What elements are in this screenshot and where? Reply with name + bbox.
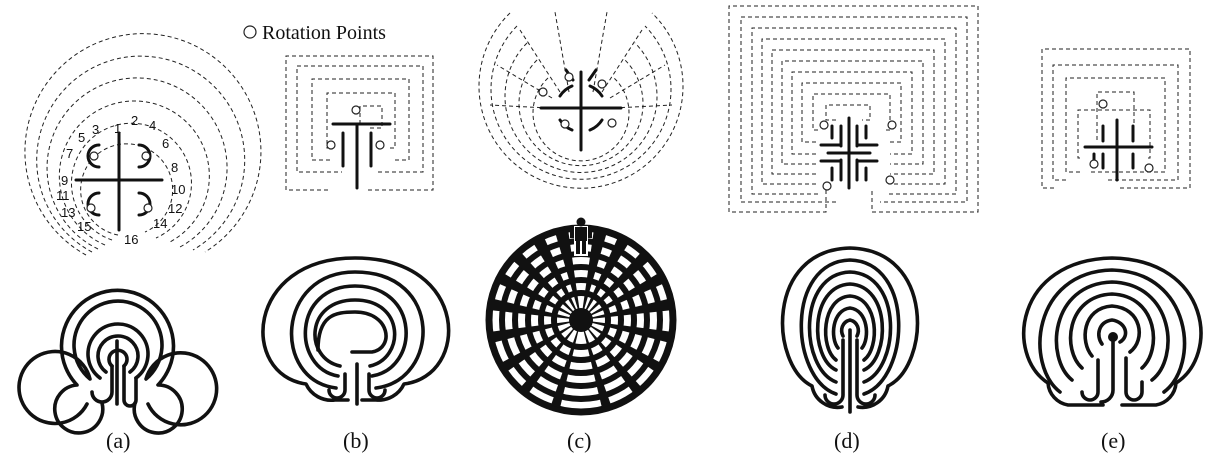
panel-b-labyrinth bbox=[261, 256, 451, 406]
seed-number: 15 bbox=[77, 219, 91, 234]
caption-d: (d) bbox=[834, 428, 860, 453]
seed-number: 13 bbox=[61, 205, 75, 220]
legend-label: Rotation Points bbox=[262, 22, 386, 44]
panel-d-labyrinth bbox=[780, 246, 920, 414]
seed-number: 2 bbox=[131, 113, 138, 128]
panel-a-dashed-rings bbox=[24, 33, 262, 256]
legend: Rotation Points bbox=[243, 22, 386, 44]
rotation-point-legend-icon bbox=[243, 25, 257, 39]
seed-number: 3 bbox=[92, 122, 99, 137]
panel-d-seed bbox=[728, 5, 979, 213]
panel-captions: (a) (b) (c) (d) (e) bbox=[106, 428, 1125, 453]
caption-b: (b) bbox=[343, 428, 369, 453]
caption-c: (c) bbox=[567, 428, 591, 453]
seed-number: 14 bbox=[153, 216, 167, 231]
panel-e-seed bbox=[1041, 48, 1191, 189]
seed-number: 10 bbox=[171, 182, 185, 197]
seed-number: 16 bbox=[124, 232, 138, 247]
seed-number: 4 bbox=[149, 118, 156, 133]
panel-a-labyrinth bbox=[17, 288, 219, 435]
panel-a-seed: 1 2 3 4 5 6 7 8 9 10 11 12 13 14 15 16 bbox=[24, 33, 262, 256]
seed-number: 11 bbox=[56, 188, 70, 203]
seed-number: 1 bbox=[114, 121, 121, 136]
panel-c-seed-walls bbox=[538, 68, 623, 152]
panel-c-seed bbox=[478, 11, 684, 189]
panel-e-labyrinth bbox=[1021, 256, 1203, 407]
panel-c-labyrinth bbox=[485, 217, 677, 416]
seed-number: 6 bbox=[162, 136, 169, 151]
seed-number: 8 bbox=[171, 160, 178, 175]
caption-a: (a) bbox=[106, 428, 130, 453]
seed-number: 9 bbox=[61, 173, 68, 188]
caption-e: (e) bbox=[1101, 428, 1125, 453]
seed-number: 7 bbox=[66, 146, 73, 161]
panel-b-seed bbox=[285, 55, 434, 191]
man-figure-icon bbox=[570, 217, 592, 254]
panel-c-black-wedges bbox=[489, 229, 673, 408]
panel-a-seed-numbers: 1 2 3 4 5 6 7 8 9 10 11 12 13 14 15 16 bbox=[56, 113, 185, 247]
panel-a-seed-walls bbox=[74, 131, 164, 232]
panel-c-dashed-rings bbox=[478, 12, 684, 189]
seed-number: 5 bbox=[78, 130, 85, 145]
seed-number: 12 bbox=[168, 201, 182, 216]
